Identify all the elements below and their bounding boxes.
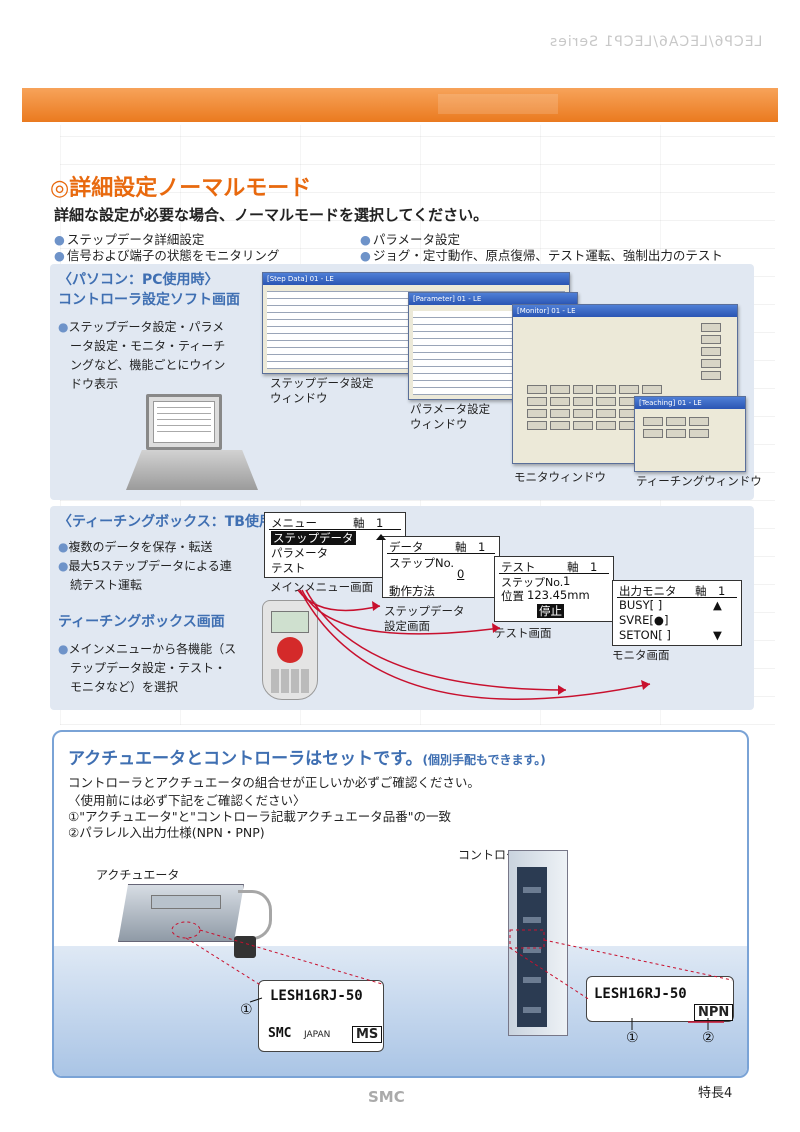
laptop-keyboard: [126, 450, 258, 490]
controller-image: [508, 850, 568, 1036]
controller-part-number: LESH16RJ-50: [594, 986, 687, 1002]
npn-badge: NPN: [694, 1004, 734, 1021]
pc-description: ●ステップデータ設定・パラメ ータ設定・モニタ・ティーチ ングなど、機能ごとにウ…: [58, 320, 226, 391]
circle-number-1-actuator: ①: [240, 1002, 253, 1018]
actuator-label: アクチュエータ: [96, 868, 180, 882]
caption-step-window: ステップデータ設定ウィンドウ: [270, 376, 374, 405]
page-number: 特長4: [698, 1086, 733, 1101]
tb-heading: 〈ティーチングボックス：TB使用時〉: [58, 514, 301, 530]
smc-japan-text: JAPAN: [304, 1030, 331, 1040]
pc-heading: 〈パソコン：PC使用時〉: [58, 272, 219, 288]
caption-menu-screen: メインメニュー画面: [270, 580, 374, 594]
teaching-window: [Teaching] 01 - LE: [634, 396, 746, 472]
orange-header-band: [22, 88, 778, 122]
bullet-parameter: パラメータ設定: [360, 229, 460, 248]
scroll-down-icon: ▼: [713, 628, 722, 642]
cable-connector: [234, 936, 256, 958]
tb-bullets: ●複数のデータを保存・転送 ●最大5ステップデータによる連 続テスト運転: [58, 540, 232, 592]
tb-output-monitor-screen: 出力モニタ 軸 1 BUSY[ ] SVRE[●] SETON[ ] ▲ ▼: [612, 580, 742, 646]
tb-stepdata-screen: データ 軸 1 ステップNo. 0 動作方法: [382, 536, 500, 598]
actuator-cable: [238, 890, 272, 940]
bullet-test-functions: ジョグ・定寸動作、原点復帰、テスト運転、強制出力のテスト: [360, 245, 723, 264]
set-line-2: 〈使用前には必ず下記をご確認ください〉: [68, 793, 306, 808]
caption-test-screen: テスト画面: [494, 626, 552, 640]
teaching-box-device: [262, 600, 318, 700]
laptop-screen: [146, 394, 222, 450]
tb-screen-heading: ティーチングボックス画面: [58, 614, 225, 630]
set-line-1: コントローラとアクチュエータの組合せが正しいか必ずご確認ください。: [68, 775, 480, 790]
ms-badge: MS: [352, 1026, 383, 1043]
smc-logo: SMC: [268, 1026, 292, 1041]
series-title: LECP6/LECA6/LECP1 Series: [548, 34, 762, 50]
actuator-image: [118, 884, 244, 942]
section-intro: 詳細な設定が必要な場合、ノーマルモードを選択してください。: [54, 206, 489, 224]
emergency-stop-icon: [277, 637, 303, 663]
circle-number-2-controller: ②: [702, 1030, 715, 1046]
pc-subheading: コントローラ設定ソフト画面: [58, 292, 240, 308]
tb-test-screen: テスト 軸 1 ステップNo. 1 位置 123.45mm 停止: [494, 556, 614, 622]
tb-screen-description: ●メインメニューから各機能（ス テップデータ設定・テスト・ モニタなど）を選択: [58, 642, 237, 694]
caption-parameter-window: パラメータ設定ウィンドウ: [410, 402, 491, 431]
actuator-part-number: LESH16RJ-50: [270, 988, 363, 1004]
set-title: アクチュエータとコントローラはセットです。(個別手配もできます。): [68, 749, 546, 769]
circle-number-1-controller: ①: [626, 1030, 639, 1046]
section-title: ◎詳細設定ノーマルモード: [50, 176, 312, 201]
set-line-3: ①"アクチュエータ"と"コントローラ記載アクチュエータ品番"の一致: [68, 809, 451, 824]
bullet-monitoring: 信号および端子の状態をモニタリング: [54, 245, 280, 264]
bullet-step-detail: ステップデータ詳細設定: [54, 229, 205, 248]
caption-monitor-window: モニタウィンドウ: [514, 470, 606, 484]
footer-smc-logo: SMC: [368, 1088, 405, 1106]
caption-stepdata-screen: ステップデータ設定画面: [384, 604, 465, 633]
caption-teaching-window: ティーチングウィンドウ: [636, 474, 762, 488]
caption-monitor-screen: モニタ画面: [612, 648, 670, 662]
scroll-up-icon: ▲: [713, 598, 722, 612]
set-line-4: ②パラレル入出力仕様(NPN・PNP): [68, 825, 265, 840]
